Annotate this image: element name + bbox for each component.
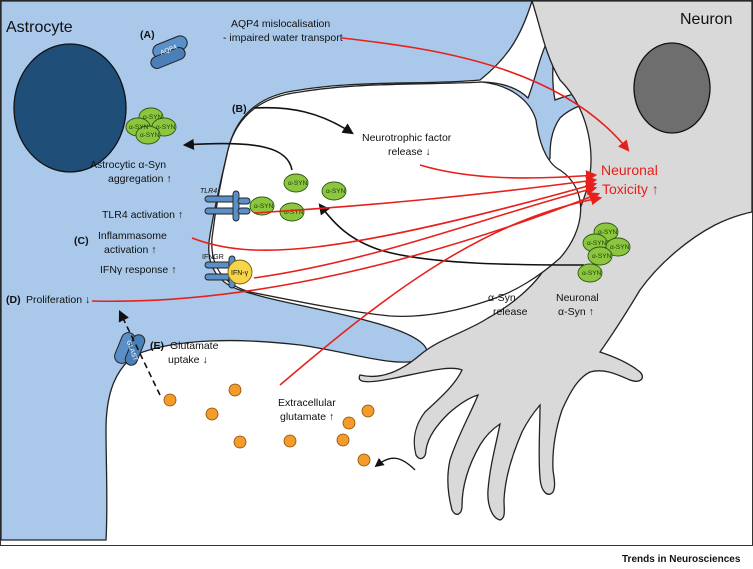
arrow-proliferation-toxicity (91, 192, 601, 303)
ifn-gamma-ligand (227, 259, 253, 285)
arrow-glutamate-release (374, 457, 416, 471)
arrow-inflammasome-toxicity (191, 181, 598, 252)
ifn-gamma-label: IFN-γ (231, 270, 249, 277)
inflammasome-line1: Inflammasome (98, 230, 167, 242)
tlr4-receptor-label: TLR4 (200, 188, 217, 195)
glutamate-uptake-line2: uptake ↓ (168, 354, 208, 366)
tlr4-receptor-icon (204, 190, 251, 222)
astrocyte-nucleus (13, 43, 127, 173)
proliferation: Proliferation ↓ (26, 294, 90, 306)
arrow-ifn-toxicity (253, 184, 598, 279)
arrow-syn-uptake (182, 138, 293, 171)
arrow-neurotrophic-toxicity (419, 164, 598, 182)
inflammasome-line2: activation ↑ (104, 244, 157, 256)
label-e: (E) (150, 340, 164, 352)
syn-token: α-SYN (140, 132, 160, 139)
syn-token: α-SYN (284, 209, 304, 216)
journal-footer: Trends in Neurosciences (622, 554, 741, 565)
extracellular-syn: α-SYN α-SYN α-SYN α-SYN (249, 173, 347, 222)
label-c: (C) (74, 235, 89, 247)
syn-token: α-SYN (592, 253, 612, 260)
neuronal-syn-aggregate: α-SYN α-SYN α-SYN α-SYN α-SYN (577, 222, 631, 283)
arrow-aqp4-toxicity (341, 37, 630, 152)
aggregation-line1: Astrocytic α-Syn (90, 159, 166, 171)
aqp4-mislocalisation-line2: - impaired water transport (223, 32, 343, 44)
neuronal-toxicity-line2: Toxicity ↑ (602, 181, 659, 197)
neuronal-toxicity-line1: Neuronal (601, 162, 658, 178)
neuron-title: Neuron (680, 11, 732, 28)
label-b: (B) (232, 103, 247, 115)
syn-token: α-SYN (587, 240, 607, 247)
syn-token: α-SYN (610, 244, 630, 251)
arrow-tlr4-toxicity (253, 175, 598, 214)
neurotrophic-line1: Neurotrophic factor (362, 132, 452, 144)
syn-release-line1: α-Syn (488, 292, 516, 304)
syn-token: α-SYN (254, 203, 274, 210)
arrow-glutamate-uptake (118, 309, 161, 396)
syn-token: α-SYN (582, 270, 602, 277)
syn-token: α-SYN (288, 180, 308, 187)
glutamate-uptake-line1: Glutamate (170, 340, 219, 352)
tlr4-activation: TLR4 activation ↑ (102, 209, 183, 221)
arrow-glutamate-toxicity (279, 194, 603, 386)
aggregation-line2: aggregation ↑ (108, 173, 172, 185)
syn-token: α-SYN (129, 124, 149, 131)
astrocytic-syn-aggregate: α-SYN α-SYN α-SYN α-SYN (125, 107, 177, 145)
syn-token: α-SYN (598, 229, 618, 236)
neuron-nucleus (633, 42, 711, 134)
aqp4-channel-icon: AQP4 (150, 35, 188, 69)
ifn-response: IFNγ response ↑ (100, 264, 176, 276)
label-d: (D) (6, 294, 21, 306)
neuronal-syn-line1: Neuronal (556, 292, 599, 304)
arrow-b-to-neurotrophic (253, 106, 354, 135)
glutamate-molecules (163, 383, 375, 467)
syn-release-line2: release (493, 306, 528, 318)
glast-channel-icon (114, 332, 146, 366)
syn-token: α-SYN (326, 188, 346, 195)
neuronal-syn-line2: α-Syn ↑ (558, 306, 594, 318)
syn-token: α-SYN (156, 124, 176, 131)
arrow-syn-release (318, 203, 585, 266)
extracellular-glutamate-line1: Extracellular (278, 397, 336, 409)
astrocyte-title: Astrocyte (6, 19, 73, 36)
neurotrophic-line2: release ↓ (388, 146, 431, 158)
extracellular-glutamate-line2: glutamate ↑ (280, 411, 334, 423)
label-a: (A) (140, 29, 155, 41)
ifngr-receptor-label: IFNGR (202, 254, 224, 261)
syn-token: α-SYN (143, 114, 163, 121)
aqp4-mislocalisation-line1: AQP4 mislocalisation (231, 18, 330, 30)
